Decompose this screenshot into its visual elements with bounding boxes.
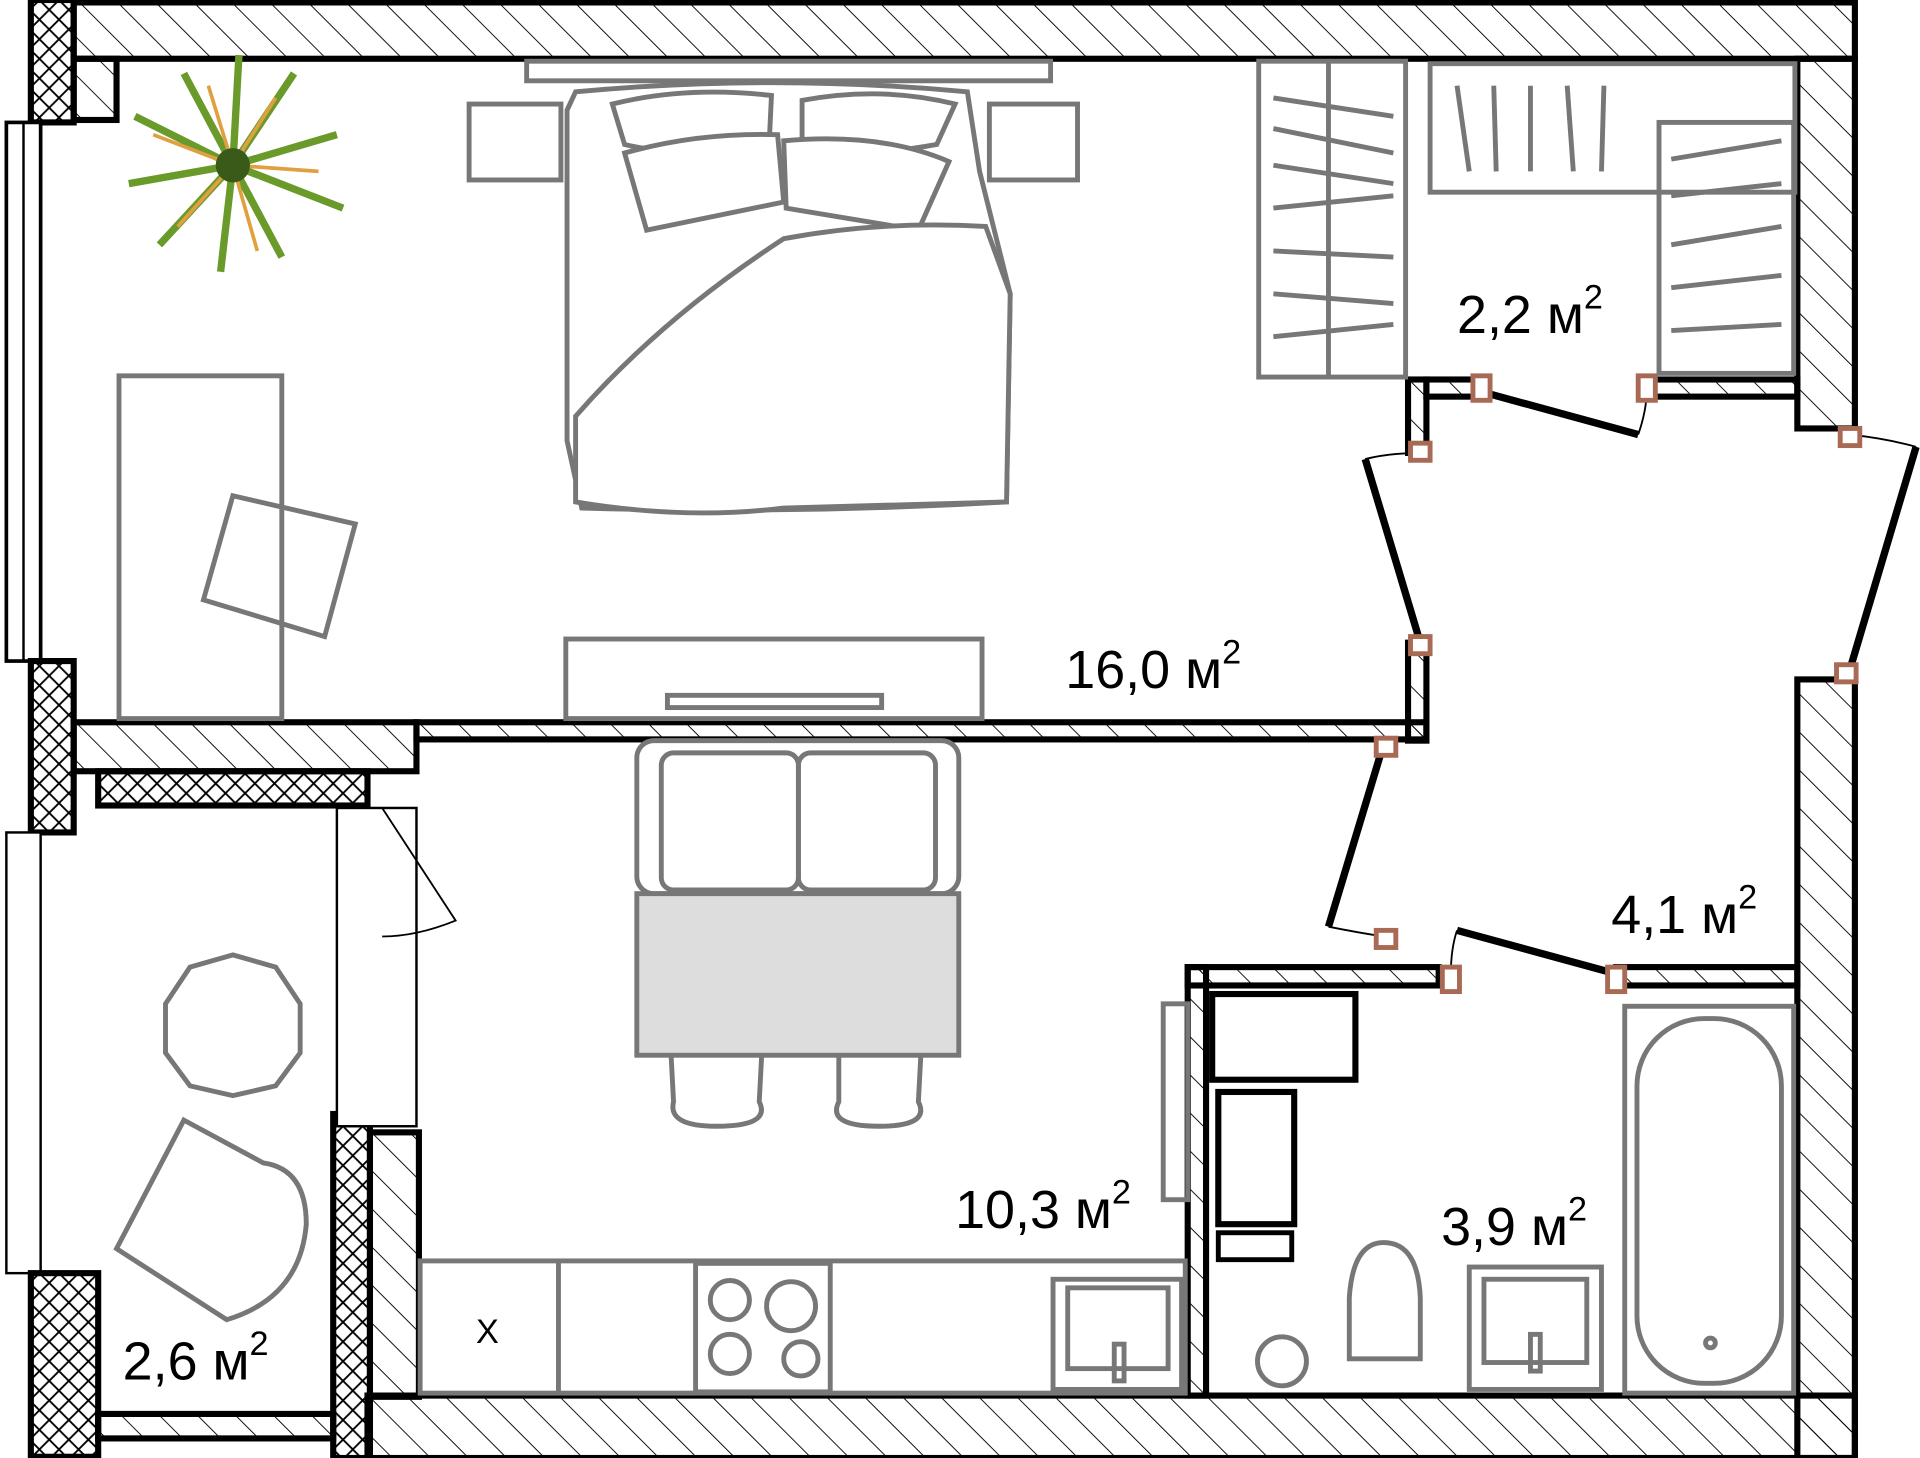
nightstand-left xyxy=(466,101,564,183)
desk xyxy=(116,373,359,722)
sofa xyxy=(634,738,962,897)
entrance-door-right[interactable] xyxy=(1845,445,1920,675)
area-label-bedroom: 16,0 м2 xyxy=(1065,634,1241,700)
cooktop xyxy=(693,1260,833,1395)
washing-machine xyxy=(1209,990,1359,1083)
dining-table xyxy=(634,891,962,1058)
wardrobe-closet xyxy=(1427,61,1798,376)
area-label-bathroom: 3,9 м2 xyxy=(1441,1191,1587,1257)
boiler xyxy=(1215,1088,1298,1228)
bathroom-sink xyxy=(1466,1264,1604,1392)
tv-stand xyxy=(563,636,985,722)
chair xyxy=(668,1055,765,1129)
bathroom-door[interactable] xyxy=(1456,926,1615,977)
round-table xyxy=(163,952,303,1099)
area-label-kitchen-living: 10,3 м2 xyxy=(955,1173,1131,1239)
wardrobe-bedroom xyxy=(1256,58,1409,380)
kitchen-door[interactable] xyxy=(1324,743,1388,928)
area-label-balcony: 2,6 м2 xyxy=(123,1325,269,1391)
fridge-mark: X xyxy=(476,1313,499,1351)
entrance-door-left[interactable] xyxy=(1361,458,1424,644)
radiator xyxy=(1160,1001,1191,1203)
window-balcony xyxy=(5,831,42,1275)
area-label-hall: 4,1 м2 xyxy=(1611,878,1757,944)
plant-icon xyxy=(128,54,345,273)
balcony-door-frame xyxy=(335,806,418,1128)
kitchen-sink xyxy=(1050,1276,1185,1392)
chair xyxy=(834,1055,924,1129)
toilet xyxy=(1346,1240,1423,1362)
nightstand-right xyxy=(986,101,1080,183)
walls xyxy=(4,0,1858,1458)
area-label-wardrobe: 2,2 м2 xyxy=(1457,278,1603,344)
kitchen-counter xyxy=(417,1001,1191,1396)
bed xyxy=(466,58,1080,516)
desk-chair xyxy=(200,492,359,640)
armchair xyxy=(113,1116,309,1323)
bathroom-fixtures xyxy=(1209,990,1797,1396)
bathtub xyxy=(1622,1003,1797,1396)
doors xyxy=(381,373,1920,995)
wardrobe-door[interactable] xyxy=(1480,388,1640,439)
